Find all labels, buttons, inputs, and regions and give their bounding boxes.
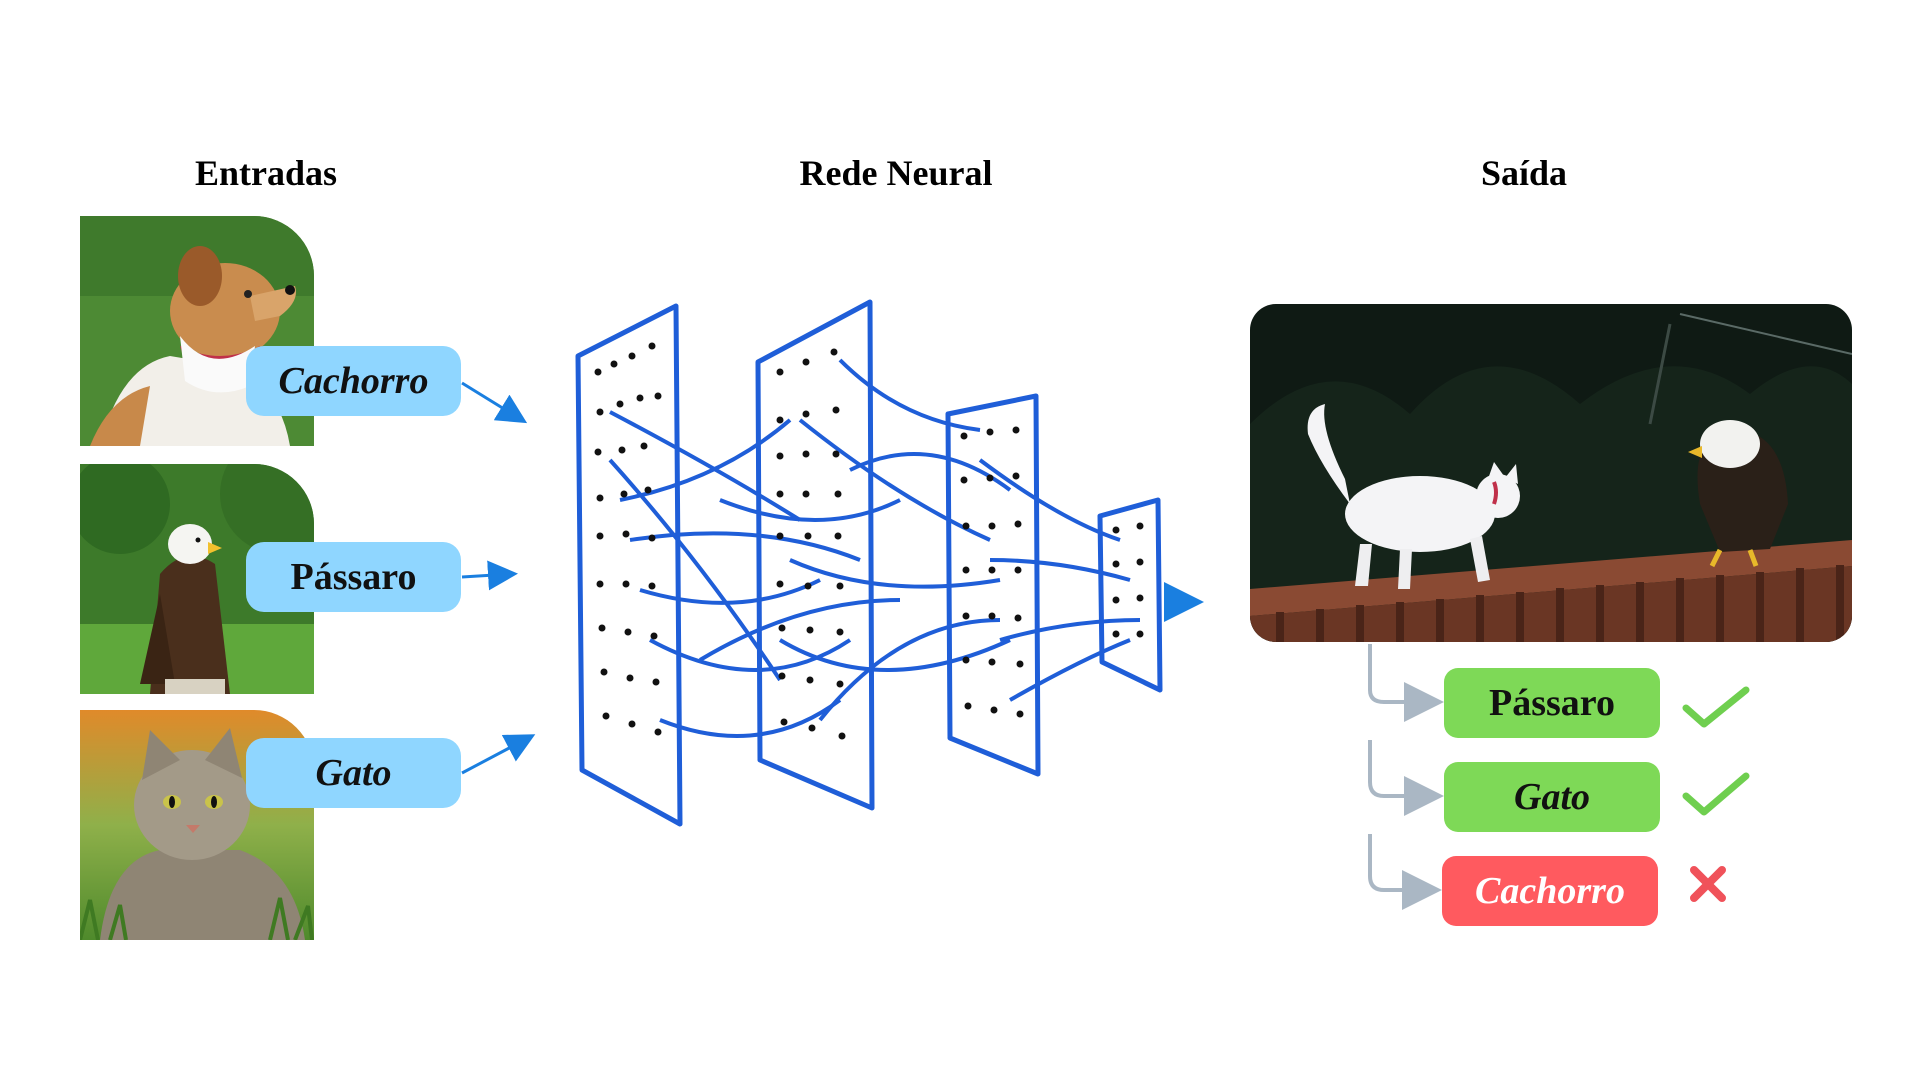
check-icon	[1682, 686, 1750, 728]
input-arrows	[461, 381, 536, 775]
layer-1-plane	[575, 303, 683, 827]
neural-network-drawing	[575, 299, 1204, 827]
layer-3-plane	[945, 393, 1041, 777]
arrow-gato	[461, 734, 536, 775]
input-label-cachorro: Cachorro	[246, 346, 461, 416]
result-cachorro: Cachorro	[1442, 856, 1658, 926]
dog-photo	[80, 216, 314, 446]
network-connections	[608, 358, 1141, 738]
layer-4-plane	[1097, 497, 1163, 693]
result-tree-connectors	[1368, 644, 1444, 910]
check-icon	[1682, 772, 1750, 816]
result-gato: Gato	[1444, 762, 1660, 832]
cat-and-eagle-photo	[1250, 304, 1852, 642]
network-nodes	[594, 342, 1144, 740]
input-label-passaro: Pássaro	[246, 542, 461, 612]
result-passaro: Pássaro	[1444, 668, 1660, 738]
network-heading: Rede Neural	[799, 153, 993, 193]
arrow-cachorro	[461, 381, 528, 424]
inputs-heading: Entradas	[194, 153, 338, 193]
arrow-passaro	[461, 560, 518, 591]
cross-icon	[1690, 866, 1726, 902]
layer-2-plane	[755, 299, 875, 811]
input-label-gato: Gato	[246, 738, 461, 808]
output-heading: Saída	[1480, 153, 1568, 193]
